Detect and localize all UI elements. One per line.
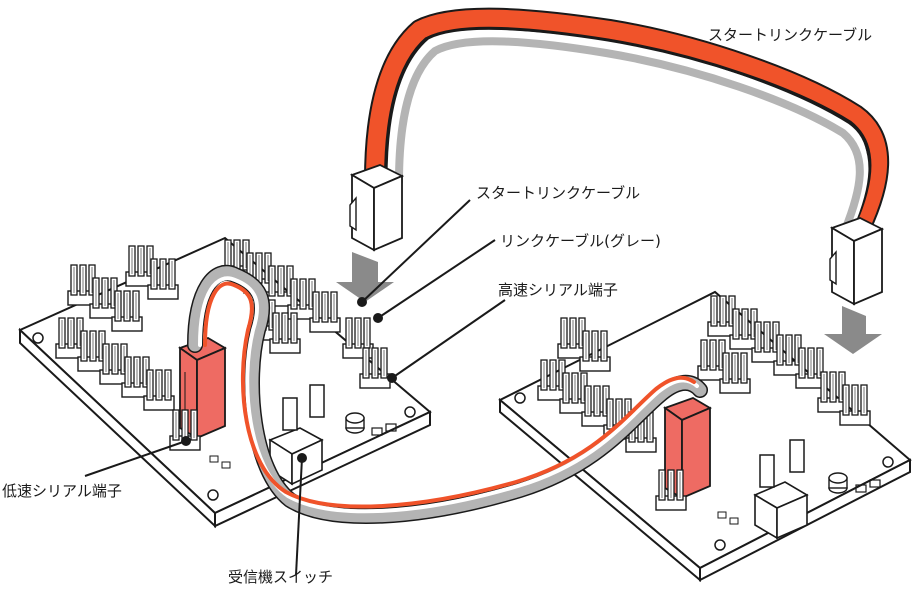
right-receiver-board: [498, 290, 912, 583]
mount-hole: [32, 332, 44, 344]
right-switch-block[interactable]: [753, 439, 809, 540]
callout-lines: [84, 199, 506, 576]
label-low-speed-serial: 低速シリアル端子: [2, 482, 122, 500]
insert-arrow-right: [824, 306, 882, 354]
mount-hole: [714, 539, 726, 551]
mount-hole: [882, 456, 894, 468]
label-link-cable-gray: リンクケーブル(グレー): [500, 232, 661, 250]
mount-hole: [514, 392, 526, 404]
capacitor: [828, 472, 848, 494]
low-speed-connector[interactable]: [170, 337, 227, 450]
label-start-link-cable-top: スタートリンクケーブル: [708, 26, 873, 44]
label-receiver-switch: 受信機スイッチ: [228, 568, 334, 586]
start-link-cable: [364, 7, 890, 239]
start-link-connector-left[interactable]: [349, 164, 405, 252]
left-receiver-board: [18, 236, 432, 529]
start-link-connector-right[interactable]: [829, 217, 885, 306]
mount-hole: [404, 406, 416, 418]
mount-hole: [207, 489, 219, 501]
capacitor: [345, 412, 365, 434]
insert-arrow-left: [336, 252, 394, 302]
callout-dots: [181, 297, 397, 463]
right-low-speed-connector[interactable]: [656, 397, 712, 510]
link-cable-gray: [187, 264, 708, 525]
label-high-speed-serial: 高速シリアル端子: [498, 281, 618, 299]
label-start-link-cable: スタートリンクケーブル: [476, 184, 641, 202]
